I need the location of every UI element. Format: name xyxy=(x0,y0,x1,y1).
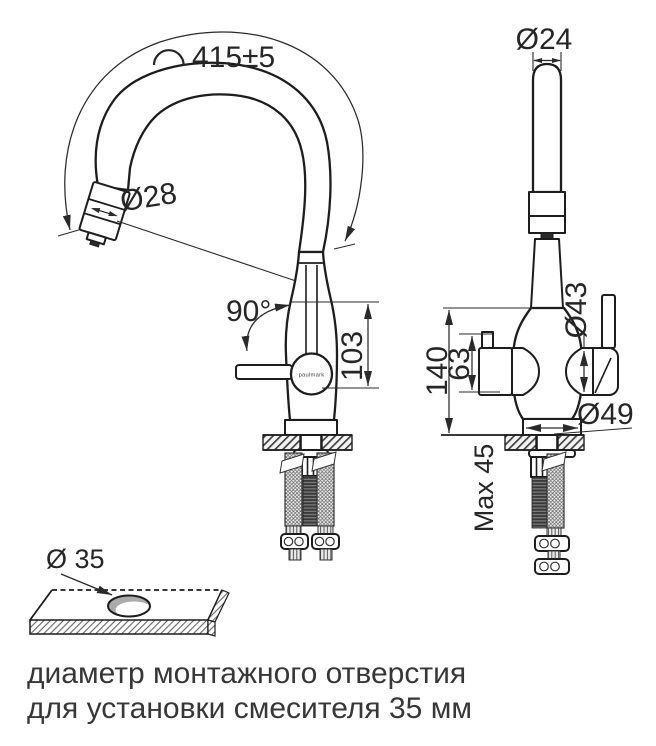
mixer-handle-lever xyxy=(235,364,293,380)
spray-head-dia-leader xyxy=(116,220,297,282)
spout-collar-2 xyxy=(528,215,566,234)
mounting-hole-view: Ø 35 xyxy=(29,544,230,637)
dia49-leader xyxy=(553,427,633,435)
spout-riser xyxy=(530,238,564,309)
valve-body-circle xyxy=(289,352,334,396)
filter-handle-height-label: 63 xyxy=(443,347,476,380)
left-countertop-section xyxy=(262,434,353,451)
slab-front-sliver xyxy=(207,619,216,637)
arc-length-label: 415±5 xyxy=(192,41,275,74)
spout-column xyxy=(531,62,563,194)
right-countertop-section xyxy=(441,434,585,451)
filter-handle-tab xyxy=(481,331,494,349)
max-counter-thickness-label: Max 45 xyxy=(469,444,499,533)
left-base-block xyxy=(284,419,338,436)
arc-length-dimension-line xyxy=(62,31,364,242)
threaded-stud xyxy=(302,475,319,527)
arc-dim-tick-left xyxy=(57,228,83,237)
threaded-stud-side xyxy=(531,476,548,529)
outlet-diameter-label: Ø43 xyxy=(560,282,593,339)
caption-line-2: для установки смесителя 35 мм xyxy=(27,692,472,725)
spray-head xyxy=(78,181,131,248)
slab-front-face xyxy=(29,619,209,635)
gooseneck-spout xyxy=(94,61,332,254)
spout-collar-1 xyxy=(528,191,566,217)
left-under-counter-assembly xyxy=(279,449,340,561)
base-diameter-label: Ø49 xyxy=(577,398,634,431)
handle-pivot-line xyxy=(594,357,612,394)
swivel-arc xyxy=(241,303,291,352)
top-diameter-label: Ø24 xyxy=(516,23,573,56)
right-faucet-view: Ø24 Ø43 140 63 Ø49 Max 45 xyxy=(421,23,634,575)
caption: диаметр монтажного отверстия для установ… xyxy=(27,657,472,725)
brand-label: paulmark xyxy=(299,373,325,379)
spout-height-label: 103 xyxy=(336,331,369,381)
spray-nozzle xyxy=(89,239,101,248)
mounting-hole-outline xyxy=(107,594,151,618)
arc-dim-tick-right xyxy=(333,243,356,250)
left-faucet-view: paulmark xyxy=(57,31,379,561)
arc-length-icon xyxy=(152,49,185,66)
right-under-counter-assembly xyxy=(528,449,576,575)
filter-handle-block xyxy=(478,347,513,396)
mixer-handle-lever-side xyxy=(601,294,616,349)
swivel-angle-label: 90° xyxy=(226,295,271,328)
height-to-outlet-label: 140 xyxy=(421,346,454,396)
filter-handle-bell xyxy=(511,347,540,396)
hole-dia-leader xyxy=(60,573,113,596)
hole-diameter-label: Ø 35 xyxy=(46,544,105,574)
caption-line-1: диаметр монтажного отверстия xyxy=(27,657,466,690)
